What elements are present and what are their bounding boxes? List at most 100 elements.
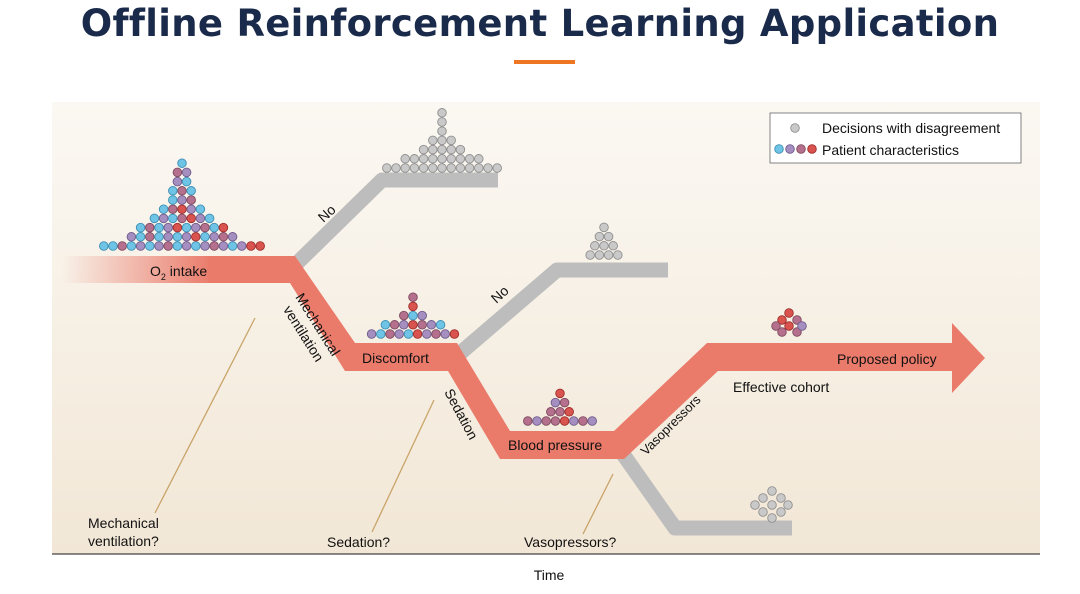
patient-dot bbox=[550, 416, 561, 426]
disagreement-dot bbox=[437, 126, 447, 136]
patient-dot bbox=[559, 397, 570, 408]
patient-dot bbox=[204, 213, 215, 224]
disagreement-dot bbox=[418, 144, 429, 155]
disagreement-dot bbox=[585, 250, 595, 260]
disagreement-dot bbox=[590, 241, 600, 251]
patient-dot bbox=[771, 321, 781, 331]
disagreement-dot bbox=[428, 135, 438, 146]
branch-no-2 bbox=[453, 262, 668, 361]
disagreement-dot bbox=[437, 135, 447, 146]
patient-dot bbox=[523, 416, 533, 426]
disagreement-dot bbox=[767, 486, 777, 496]
o2-intake-label: O2 intake bbox=[150, 263, 207, 282]
patient-dot bbox=[792, 327, 802, 337]
patient-dot bbox=[149, 213, 160, 224]
question-vasopressors: Vasopressors? bbox=[524, 534, 617, 550]
discomfort-label: Discomfort bbox=[362, 350, 429, 366]
disagreement-dot bbox=[446, 144, 456, 155]
patient-dot bbox=[145, 232, 155, 242]
disagreement-dot bbox=[464, 163, 475, 173]
legend-box bbox=[769, 112, 1022, 164]
patient-dot bbox=[168, 186, 178, 196]
patient-dot bbox=[440, 329, 450, 339]
legend: Decisions with disagreement Patient char… bbox=[769, 112, 1022, 164]
patient-dot bbox=[218, 241, 229, 251]
patient-dot bbox=[546, 407, 556, 417]
patient-dot bbox=[380, 320, 391, 330]
patient-dot bbox=[200, 241, 210, 251]
patient-dot bbox=[99, 241, 109, 251]
patient-dot bbox=[186, 195, 196, 205]
patient-dot bbox=[532, 416, 542, 426]
disagreement-dot bbox=[428, 144, 438, 155]
disagreement-dot bbox=[455, 154, 466, 164]
patient-dot bbox=[366, 329, 377, 339]
disagreement-dot bbox=[400, 154, 410, 164]
patient-dot bbox=[126, 232, 137, 242]
patient-dot bbox=[172, 232, 183, 242]
title-underline bbox=[514, 60, 575, 64]
disagreement-dot bbox=[382, 163, 392, 173]
legend-patient-label: Patient characteristics bbox=[822, 142, 959, 158]
patient-dot bbox=[163, 241, 173, 251]
disagreement-dot bbox=[437, 154, 447, 164]
patient-dot bbox=[172, 176, 183, 187]
disagreement-dot bbox=[758, 493, 768, 503]
patient-dot bbox=[186, 213, 196, 224]
disagreement-dot bbox=[594, 250, 605, 260]
patient-dot bbox=[168, 213, 178, 224]
disagreement-dot bbox=[437, 117, 447, 127]
disagreement-dot bbox=[599, 241, 609, 251]
patient-dot bbox=[435, 320, 446, 330]
disagreement-dot bbox=[776, 493, 786, 503]
legend-patient-dot bbox=[774, 144, 784, 154]
disagreement-dot bbox=[603, 231, 614, 242]
patient-dot bbox=[777, 327, 787, 337]
disagreement-dot bbox=[446, 154, 456, 164]
patient-dot bbox=[209, 232, 219, 242]
patient-dot bbox=[403, 329, 414, 339]
patient-dot bbox=[135, 222, 146, 233]
dot-cluster-effective-cohort bbox=[771, 308, 807, 337]
patient-dot bbox=[376, 329, 386, 339]
disagreement-dot bbox=[492, 163, 502, 173]
patient-dot bbox=[449, 329, 460, 339]
patient-dot bbox=[172, 167, 183, 178]
disagreement-dot bbox=[750, 500, 760, 510]
patient-dot bbox=[227, 232, 238, 242]
patient-dot bbox=[163, 222, 173, 233]
patient-dot bbox=[186, 186, 196, 196]
branch-no-treatment-bp bbox=[611, 442, 792, 536]
disagreement-dot bbox=[767, 500, 777, 510]
patient-dot bbox=[209, 241, 219, 251]
patient-dot bbox=[559, 416, 570, 426]
patient-dot bbox=[578, 416, 588, 426]
patient-dot bbox=[177, 213, 187, 224]
disagreement-dot bbox=[483, 163, 493, 173]
disagreement-dot bbox=[594, 231, 605, 242]
patient-dot bbox=[177, 158, 187, 168]
patient-dot bbox=[408, 310, 418, 321]
patient-dot bbox=[126, 241, 137, 251]
disagreement-dot bbox=[446, 135, 456, 146]
legend-patient-dot bbox=[807, 144, 817, 154]
effective-cohort-label: Effective cohort bbox=[733, 379, 829, 395]
patient-dot bbox=[177, 186, 187, 196]
branch-no-1 bbox=[286, 172, 498, 274]
patient-dot bbox=[541, 416, 551, 426]
patient-dot bbox=[181, 176, 192, 187]
disagreement-dot bbox=[437, 144, 447, 155]
patient-dot bbox=[422, 329, 432, 339]
patient-dot bbox=[227, 241, 238, 251]
question-sedation: Sedation? bbox=[327, 534, 390, 550]
patient-dot bbox=[417, 320, 427, 330]
patient-dot bbox=[168, 195, 178, 205]
disagreement-dot bbox=[783, 500, 793, 510]
patient-dot bbox=[569, 416, 579, 426]
patient-dot bbox=[792, 315, 802, 325]
patient-dot bbox=[181, 241, 192, 251]
proposed-policy-label: Proposed policy bbox=[837, 351, 937, 367]
time-axis-label: Time bbox=[534, 567, 565, 583]
disagreement-dot bbox=[758, 507, 768, 517]
